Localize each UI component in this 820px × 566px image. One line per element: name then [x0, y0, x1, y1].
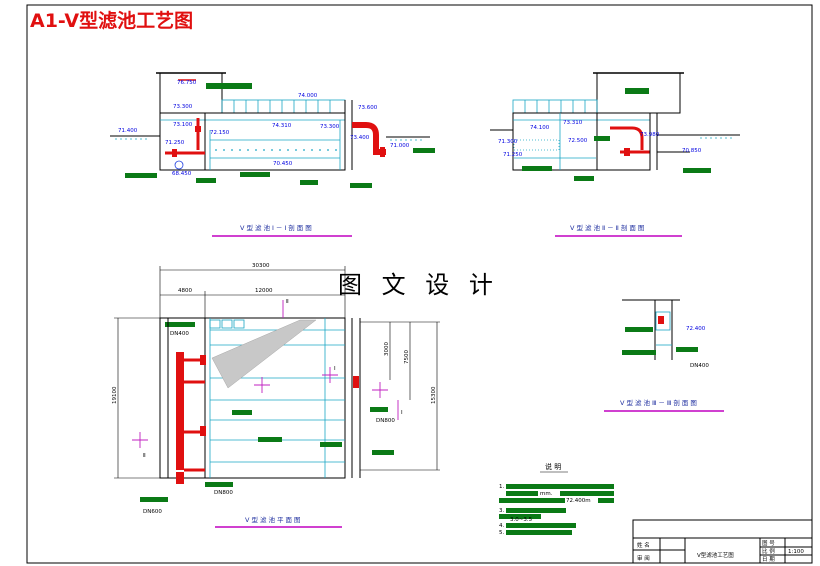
- note-item: mm.: [540, 491, 553, 497]
- elevation-label: 73.100: [173, 122, 193, 128]
- nozzle-row: [215, 149, 337, 151]
- dimension-label: 3000: [384, 342, 390, 356]
- elevation-label: 73.980: [640, 132, 660, 138]
- drawing-title: A1-V型滤池工艺图: [30, 9, 193, 32]
- dimension-label: 12000: [255, 288, 273, 294]
- name-label: 姓 名: [637, 541, 650, 549]
- note-item: 72.400m: [566, 498, 591, 504]
- section-1-title: V型滤池Ⅰ－Ⅰ剖面图: [240, 223, 314, 232]
- elevation-label: 74.100: [530, 125, 550, 131]
- section-2-title: V型滤池Ⅱ－Ⅱ剖面图: [570, 223, 646, 232]
- elevation-label: 72.500: [568, 138, 588, 144]
- pipe-size-label: DN600: [143, 509, 162, 515]
- elevation-label: 73.600: [358, 105, 378, 111]
- drawing-name: V型滤池工艺图: [697, 551, 734, 559]
- note-item: 3.0~3.5: [510, 517, 533, 523]
- note-item: 4.: [499, 523, 504, 529]
- elevation-label: 73.400: [350, 135, 370, 141]
- watermark: 图 文 设 计: [338, 271, 499, 299]
- section-2-drawing: [490, 72, 740, 181]
- dimension-label: 7500: [404, 350, 410, 364]
- dimension-label: 30300: [252, 263, 270, 269]
- elevation-label: 71.400: [118, 128, 138, 134]
- elevation-label: 73.300: [173, 104, 193, 110]
- pipe-size-label: DN800: [376, 418, 395, 424]
- title-block: 姓 名 审 阅 V型滤池工艺图 图 号 比 例 日 期 1:100: [632, 519, 813, 564]
- elevation-label: 76.750: [177, 80, 197, 86]
- elevation-label: 73.300: [320, 124, 340, 130]
- elevation-label: 68.450: [172, 171, 192, 177]
- dimension-label: 4800: [178, 288, 192, 294]
- section-3-drawing: [622, 299, 698, 360]
- scale-value: 1:100: [788, 549, 804, 555]
- notes-title: 说 明: [545, 462, 561, 471]
- elevation-label: 71.250: [503, 152, 523, 158]
- pipe-size-label: DN800: [214, 490, 233, 496]
- plan-labels: 30300 4800 12000 DN400 3000 7500 19100 1…: [112, 263, 437, 515]
- elevation-label: 70.450: [273, 161, 293, 167]
- dimension-label: 15300: [431, 386, 437, 404]
- section-marker: Ⅰ: [334, 366, 336, 372]
- date-label: 日 期: [762, 556, 775, 563]
- section-1-drawing: [110, 72, 435, 188]
- section-2-elevations: 73.310 74.100 73.980 71.300 71.250 72.50…: [498, 120, 702, 158]
- review-label: 审 阅: [637, 554, 650, 562]
- plan-drawing: [114, 266, 440, 502]
- elevation-label: 72.150: [210, 130, 230, 136]
- elevation-label: 73.310: [563, 120, 583, 126]
- note-item: 3.: [499, 508, 504, 514]
- dimension-label: 19100: [112, 386, 118, 404]
- section-marker: Ⅱ: [286, 299, 289, 305]
- elevation-label: 72.400: [686, 326, 706, 332]
- scale-label: 比 例: [762, 547, 775, 555]
- label-bar: [206, 83, 252, 89]
- sheet-border: [26, 4, 813, 564]
- elevation-label: 71.250: [165, 140, 185, 146]
- elevation-label: 71.000: [390, 143, 410, 149]
- gravel-hatch: [211, 319, 317, 389]
- pipe-size-label: DN400: [690, 363, 709, 369]
- section-marker: Ⅱ: [143, 453, 146, 459]
- note-item: 5.: [499, 530, 504, 536]
- notes-bars: [499, 484, 614, 535]
- elevation-label: 74.000: [298, 93, 318, 99]
- section-1-elevations: 76.750 73.300 74.000 73.600 71.400 73.10…: [118, 80, 410, 177]
- plan-title: V型滤池平面图: [245, 515, 302, 524]
- pipe-size-label: DN400: [170, 331, 189, 337]
- drawing-number-label: 图 号: [762, 539, 775, 547]
- section-crosshairs: [132, 300, 399, 448]
- elevation-label: 71.300: [498, 139, 518, 145]
- elevation-label: 70.850: [682, 148, 702, 154]
- elevation-label: 74.310: [272, 123, 292, 129]
- note-item: 1.: [499, 484, 504, 490]
- section-3-title: V型滤池Ⅲ－Ⅲ剖面图: [620, 398, 699, 407]
- section-marker: Ⅰ: [401, 410, 403, 416]
